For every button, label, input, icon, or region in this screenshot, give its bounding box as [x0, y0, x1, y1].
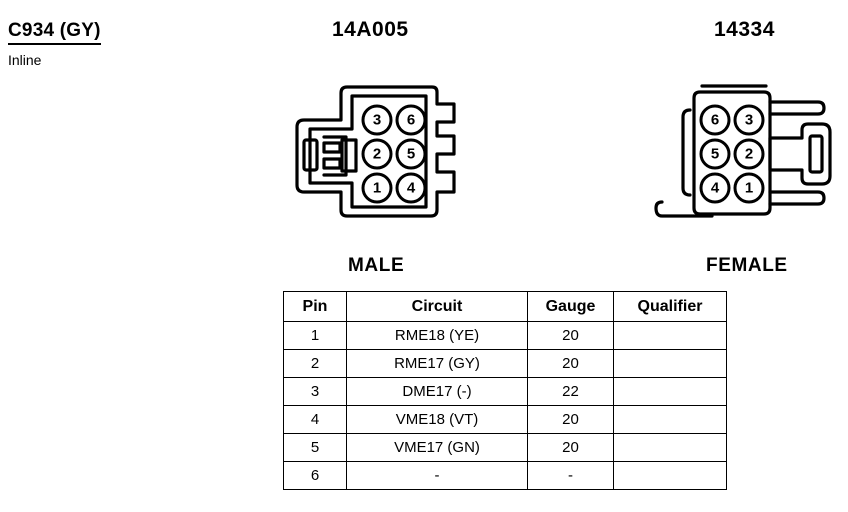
female-connector-outer-shell	[692, 90, 772, 216]
table-row: 1 RME18 (YE) 20	[283, 321, 727, 350]
table-row: 3 DME17 (-) 22	[283, 377, 727, 406]
cell-circuit: VME18 (VT)	[346, 405, 528, 434]
female-pin-label-5: 5	[711, 146, 719, 163]
cell-qualifier	[613, 433, 727, 462]
cell-circuit: VME17 (GN)	[346, 433, 528, 462]
cell-qualifier	[613, 321, 727, 350]
column-header-qualifier: Qualifier	[613, 291, 727, 322]
female-pin-circle-5	[699, 138, 731, 170]
male-latch-slot	[302, 138, 319, 172]
male-connector-svg: 3 6 2 5 1 4	[295, 85, 456, 218]
cell-gauge: 20	[527, 321, 614, 350]
male-connector-diagram: 3 6 2 5 1 4	[284, 80, 484, 235]
male-pin-label-3: 3	[373, 112, 381, 129]
female-pin-circle-3	[733, 104, 765, 136]
pinout-table-head: Pin Circuit Gauge Qualifier	[283, 291, 727, 322]
cell-circuit: -	[346, 461, 528, 490]
female-connector-left-rail	[681, 108, 692, 197]
female-connector-center-boss	[768, 122, 832, 186]
cell-pin: 5	[283, 433, 347, 462]
female-pin-circle-4	[699, 172, 731, 204]
cell-pin: 2	[283, 349, 347, 378]
male-latch-arm	[322, 135, 348, 177]
column-header-circuit: Circuit	[346, 291, 528, 322]
female-pin-label-3: 3	[745, 112, 753, 129]
female-connector-lower-arm	[768, 190, 826, 206]
male-pin-circle-1	[361, 172, 393, 204]
male-latch-key-lower	[322, 157, 342, 170]
male-pin-label-1: 1	[373, 180, 381, 197]
female-pin-circle-6	[699, 104, 731, 136]
male-pin-label-5: 5	[407, 146, 415, 163]
table-row: 6 - -	[283, 461, 727, 490]
male-pin-circle-2	[361, 138, 393, 170]
male-pin-circle-4	[395, 172, 427, 204]
pinout-table: Pin Circuit Gauge Qualifier 1 RME18 (YE)…	[283, 291, 727, 490]
male-pin-label-4: 4	[407, 180, 416, 197]
table-row: 4 VME18 (VT) 20	[283, 405, 727, 434]
cell-pin: 3	[283, 377, 347, 406]
cell-pin: 6	[283, 461, 347, 490]
female-connector-svg: 6 3 5 2 4 1	[654, 84, 832, 218]
female-connector-bottom-flange	[654, 200, 714, 218]
female-pin-circle-2	[733, 138, 765, 170]
female-pin-label-6: 6	[711, 112, 719, 129]
cell-gauge: 20	[527, 433, 614, 462]
cell-gauge: 20	[527, 349, 614, 378]
female-connector-boss-slot	[808, 134, 824, 174]
male-pin-circle-5	[395, 138, 427, 170]
column-header-gauge: Gauge	[527, 291, 614, 322]
female-connector-diagram: 6 3 5 2 4 1	[652, 80, 848, 235]
male-connector-outer-shell	[295, 85, 456, 218]
male-latch-post	[340, 138, 358, 173]
cell-qualifier	[613, 377, 727, 406]
female-part-number: 14334	[714, 18, 775, 41]
column-header-pin: Pin	[283, 291, 347, 322]
female-pin-circle-1	[733, 172, 765, 204]
connector-type-label: Inline	[8, 52, 42, 68]
male-part-number: 14A005	[332, 18, 409, 41]
female-pin-group: 6 3 5 2 4 1	[699, 104, 765, 204]
male-pin-group: 3 6 2 5 1 4	[361, 104, 427, 204]
cell-circuit: DME17 (-)	[346, 377, 528, 406]
cell-circuit: RME17 (GY)	[346, 349, 528, 378]
male-latch-key-upper	[322, 141, 342, 154]
cell-qualifier	[613, 461, 727, 490]
male-pin-label-2: 2	[373, 146, 381, 163]
pinout-table-body: 1 RME18 (YE) 20 2 RME17 (GY) 20 3 DME17 …	[283, 321, 727, 490]
female-pin-label-2: 2	[745, 146, 753, 163]
male-pin-circle-3	[361, 104, 393, 136]
connector-id-title: C934 (GY)	[8, 20, 101, 45]
table-header-row: Pin Circuit Gauge Qualifier	[283, 291, 727, 322]
male-pin-label-6: 6	[407, 112, 415, 129]
cell-pin: 1	[283, 321, 347, 350]
table-row: 2 RME17 (GY) 20	[283, 349, 727, 378]
female-pin-label-4: 4	[711, 180, 720, 197]
female-gender-caption: FEMALE	[706, 255, 788, 276]
cell-qualifier	[613, 405, 727, 434]
male-connector-inner-outline	[308, 94, 428, 209]
cell-gauge: 22	[527, 377, 614, 406]
male-pin-circle-6	[395, 104, 427, 136]
cell-qualifier	[613, 349, 727, 378]
female-connector-upper-arm	[768, 100, 826, 116]
cell-gauge: 20	[527, 405, 614, 434]
cell-pin: 4	[283, 405, 347, 434]
table-row: 5 VME17 (GN) 20	[283, 433, 727, 462]
male-gender-caption: MALE	[348, 255, 405, 276]
cell-circuit: RME18 (YE)	[346, 321, 528, 350]
female-pin-label-1: 1	[745, 180, 753, 197]
cell-gauge: -	[527, 461, 614, 490]
